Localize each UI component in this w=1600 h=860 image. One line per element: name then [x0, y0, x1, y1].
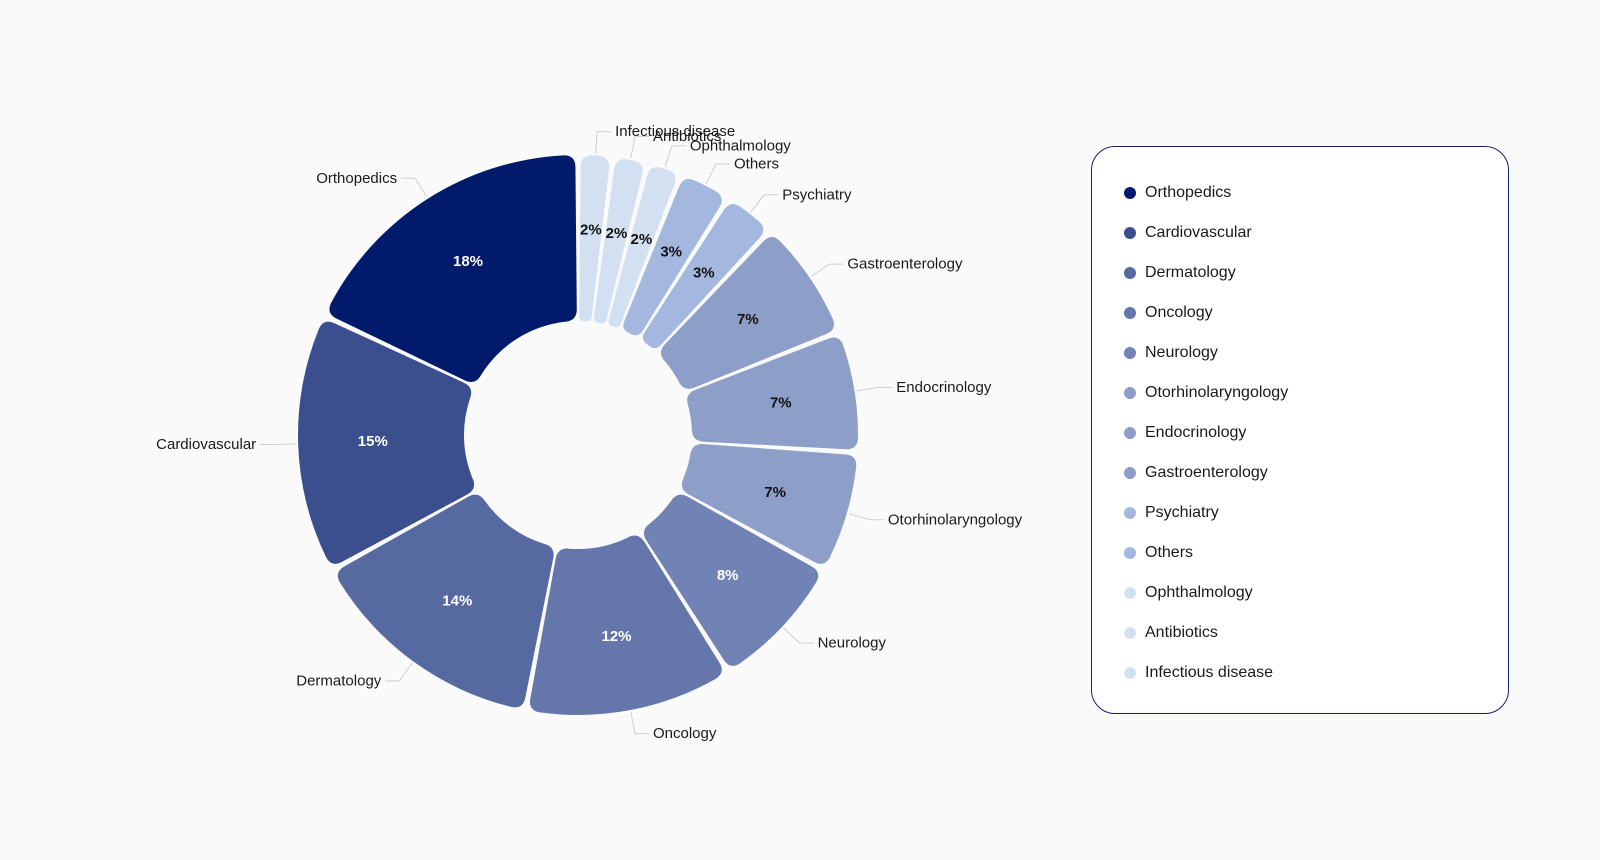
legend-swatch: [1124, 427, 1136, 439]
legend-label: Endocrinology: [1145, 424, 1247, 441]
leader-line-cardiovascular: [260, 443, 297, 445]
leader-lines-layer: [260, 131, 893, 735]
leader-line-gastroenterology: [810, 263, 844, 277]
category-label-otorhinolaryngology: Otorhinolaryngology: [888, 511, 1023, 528]
legend-swatch: [1124, 347, 1136, 359]
data-label-ophthalmology: 2%: [631, 231, 653, 248]
legend-swatch: [1124, 587, 1136, 599]
legend-swatch: [1124, 267, 1136, 279]
legend-label: Orthopedics: [1145, 184, 1232, 201]
legend-swatch: [1124, 547, 1136, 559]
legend-item-psychiatry[interactable]: Psychiatry: [1124, 493, 1288, 533]
legend-label: Psychiatry: [1145, 504, 1219, 521]
legend-label: Cardiovascular: [1145, 224, 1252, 241]
leader-line-orthopedics: [401, 177, 428, 198]
legend-item-dermatology[interactable]: Dermatology: [1124, 253, 1288, 293]
data-label-neurology: 8%: [717, 567, 739, 584]
slice-antibiotics[interactable]: [594, 159, 643, 324]
legend-swatch: [1124, 307, 1136, 319]
legend-label: Antibiotics: [1145, 624, 1218, 641]
leader-line-dermatology: [385, 662, 413, 682]
legend-item-otorhinolaryngology[interactable]: Otorhinolaryngology: [1124, 373, 1288, 413]
slice-cardiovascular[interactable]: [298, 321, 475, 564]
leader-line-psychiatry: [750, 194, 779, 213]
data-label-endocrinology: 7%: [770, 394, 792, 411]
legend-item-others[interactable]: Others: [1124, 533, 1288, 573]
category-label-psychiatry: Psychiatry: [782, 186, 852, 203]
slice-psychiatry[interactable]: [642, 204, 764, 349]
legend-swatch: [1124, 187, 1136, 199]
data-label-gastroenterology: 7%: [737, 311, 759, 328]
legend-label: Otorhinolaryngology: [1145, 384, 1289, 401]
legend-label: Neurology: [1145, 344, 1218, 361]
legend-label: Oncology: [1145, 304, 1213, 321]
category-label-dermatology: Dermatology: [296, 672, 382, 689]
leader-line-infectious-disease: [595, 131, 612, 154]
legend-label: Ophthalmology: [1145, 584, 1253, 601]
legend-swatch: [1124, 227, 1136, 239]
slice-ophthalmology[interactable]: [608, 167, 676, 328]
legend-item-neurology[interactable]: Neurology: [1124, 333, 1288, 373]
leader-line-ophthalmology: [664, 145, 686, 167]
leader-line-oncology: [630, 711, 649, 735]
leader-line-endocrinology: [856, 386, 893, 392]
data-label-oncology: 12%: [601, 628, 631, 645]
slice-neurology[interactable]: [643, 494, 819, 666]
slice-infectious-disease[interactable]: [579, 155, 610, 322]
category-label-neurology: Neurology: [818, 635, 887, 652]
legend-item-oncology[interactable]: Oncology: [1124, 293, 1288, 333]
legend-label: Gastroenterology: [1145, 464, 1268, 481]
data-label-infectious-disease: 2%: [580, 222, 602, 239]
leader-line-antibiotics: [630, 135, 649, 159]
legend-item-cardiovascular[interactable]: Cardiovascular: [1124, 213, 1288, 253]
legend-item-antibiotics[interactable]: Antibiotics: [1124, 613, 1288, 653]
data-label-others: 3%: [660, 244, 682, 261]
data-label-cardiovascular: 15%: [358, 433, 388, 450]
legend-swatch: [1124, 467, 1136, 479]
slice-oncology[interactable]: [529, 535, 722, 715]
slice-dermatology[interactable]: [337, 494, 554, 708]
legend-label: Dermatology: [1145, 264, 1236, 281]
leader-line-otorhinolaryngology: [848, 513, 884, 521]
category-label-ophthalmology: Ophthalmology: [690, 137, 791, 154]
category-label-orthopedics: Orthopedics: [316, 170, 397, 187]
data-label-orthopedics: 18%: [453, 253, 483, 270]
legend-item-ophthalmology[interactable]: Ophthalmology: [1124, 573, 1288, 613]
legend-item-orthopedics[interactable]: Orthopedics: [1124, 173, 1288, 213]
slice-endocrinology[interactable]: [687, 337, 858, 450]
data-label-antibiotics: 2%: [606, 225, 628, 242]
category-label-oncology: Oncology: [653, 725, 717, 742]
slice-gastroenterology[interactable]: [660, 237, 835, 389]
data-label-dermatology: 14%: [442, 593, 472, 610]
slice-others[interactable]: [623, 178, 722, 336]
category-label-cardiovascular: Cardiovascular: [156, 436, 256, 453]
legend-swatch: [1124, 507, 1136, 519]
legend-item-endocrinology[interactable]: Endocrinology: [1124, 413, 1288, 453]
slice-orthopedics[interactable]: [329, 155, 577, 382]
slice-otorhinolaryngology[interactable]: [681, 444, 857, 564]
leader-line-neurology: [783, 627, 814, 644]
legend-swatch: [1124, 667, 1136, 679]
slices-layer: [298, 155, 858, 715]
legend-label: Infectious disease: [1145, 664, 1274, 681]
category-label-gastroenterology: Gastroenterology: [847, 256, 963, 273]
labels-layer: 2% Infectious disease 2% Antibiotics 2% Ophth…: [156, 123, 1022, 742]
leader-line-others: [705, 163, 730, 184]
legend-swatch: [1124, 627, 1136, 639]
category-label-antibiotics: Antibiotics: [653, 128, 721, 145]
data-label-psychiatry: 3%: [693, 264, 715, 281]
legend-item-infectious-disease[interactable]: Infectious disease: [1124, 653, 1288, 693]
category-label-infectious-disease: Infectious disease: [615, 123, 735, 140]
category-label-others: Others: [734, 156, 779, 173]
category-label-endocrinology: Endocrinology: [896, 379, 992, 396]
data-label-otorhinolaryngology: 7%: [764, 484, 786, 501]
legend-item-gastroenterology[interactable]: Gastroenterology: [1124, 453, 1288, 493]
legend-swatch: [1124, 387, 1136, 399]
legend-label: Others: [1145, 544, 1194, 561]
